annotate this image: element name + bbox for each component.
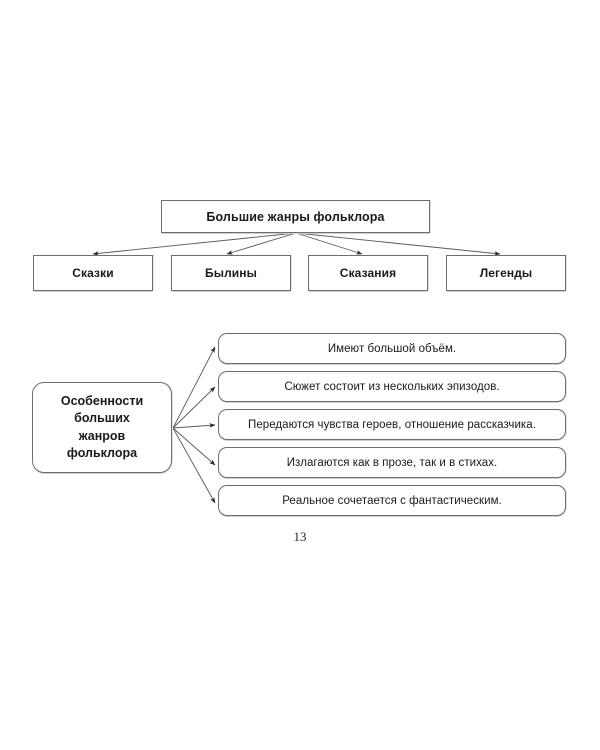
feature-node-label: Имеют большой объём. (327, 342, 457, 355)
genre-node-skazaniya: Сказания (308, 255, 428, 291)
topic-node-label-line-2: больших (74, 411, 130, 426)
feature-node-prose-and-verse: Излагаются как в прозе, так и в стихах. (218, 447, 566, 478)
genre-node-label: Сказания (339, 266, 397, 280)
genre-node-label: Легенды (479, 266, 533, 280)
feature-node-volume: Имеют большой объём. (218, 333, 566, 364)
feature-node-label: Передаются чувства героев, отношение рас… (248, 418, 536, 431)
feature-node-label: Реальное сочетается с фантастическим. (282, 494, 502, 507)
genre-node-byliny: Былины (171, 255, 291, 291)
genre-node-skazki: Сказки (33, 255, 153, 291)
genre-node-label: Сказки (72, 266, 114, 280)
root-to-genres-arrows (92, 232, 501, 256)
page-number: 13 (293, 529, 307, 544)
feature-node-feelings: Передаются чувства героев, отношение рас… (218, 409, 566, 440)
feature-node-label: Излагаются как в прозе, так и в стихах. (286, 456, 498, 469)
root-node-large-folklore-genres: Большие жанры фольклора (161, 200, 430, 233)
genre-node-legendy: Легенды (446, 255, 566, 291)
genre-node-label: Былины (205, 266, 257, 280)
root-node-label: Большие жанры фольклора (206, 209, 385, 224)
topic-node-label-line-1: Особенности (60, 394, 144, 408)
topic-node-label-line-3: жанров (78, 428, 126, 443)
topic-node-features-of-large-genres: Особенности больших жанров фольклора (32, 382, 172, 473)
feature-node-plot-episodes: Сюжет состоит из нескольких эпизодов. (218, 371, 566, 402)
feature-node-label: Сюжет состоит из нескольких эпизодов. (284, 380, 500, 393)
topic-node-label-line-4: фольклора (66, 445, 138, 460)
feature-node-real-and-fantastic: Реальное сочетается с фантастическим. (218, 485, 566, 516)
topic-to-features-arrows (172, 346, 216, 504)
